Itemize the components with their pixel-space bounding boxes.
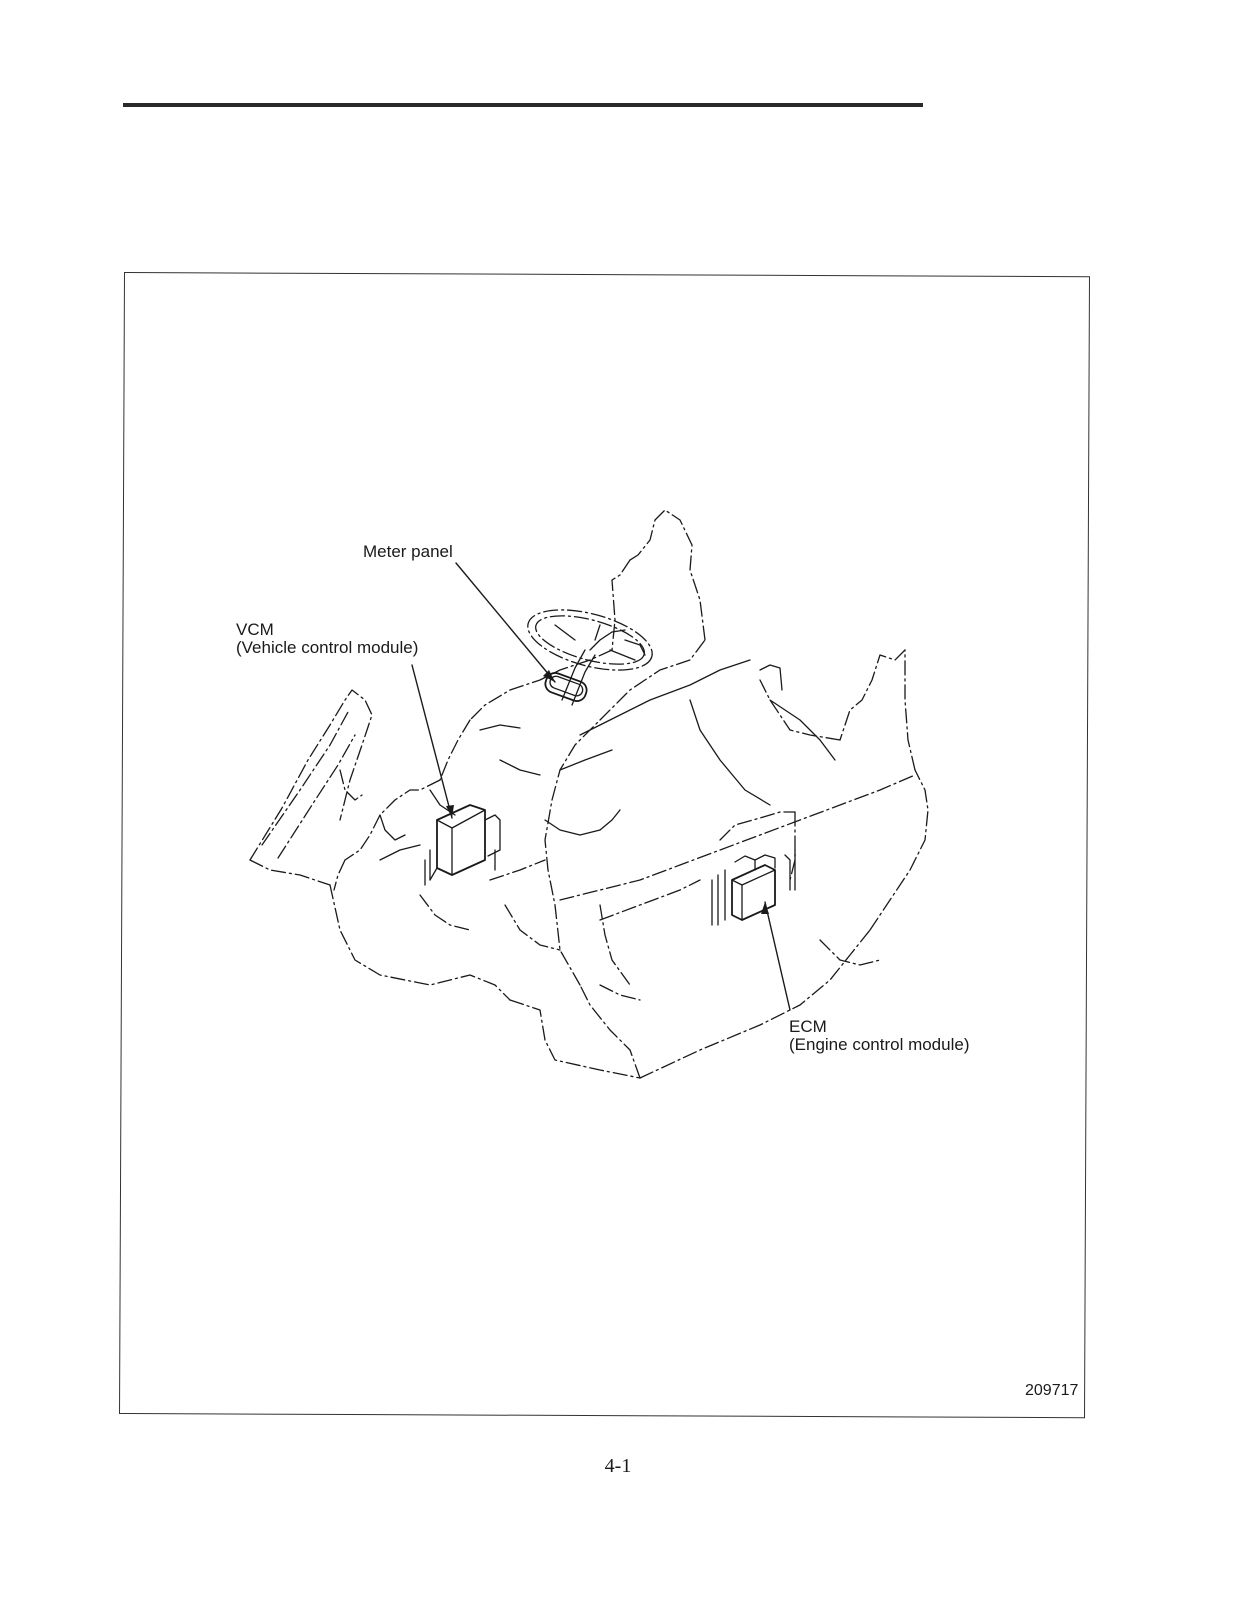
ecm-full-label: (Engine control module) xyxy=(789,1035,970,1054)
steering-wheel xyxy=(527,609,653,671)
figure-number: 209717 xyxy=(1025,1382,1079,1399)
counterweight-outline xyxy=(599,811,881,986)
ecm-abbrev-label: ECM xyxy=(789,1017,827,1036)
leader-lines xyxy=(411,562,791,1011)
header-rule xyxy=(123,103,923,107)
ecm-module-box xyxy=(711,849,796,926)
vcm-abbrev-label: VCM xyxy=(236,620,274,639)
steering-wheel-spokes xyxy=(554,624,646,661)
vcm-module-box xyxy=(424,804,501,886)
arrowheads xyxy=(446,670,769,914)
page-number: 4-1 xyxy=(604,1455,632,1477)
left-upright xyxy=(261,711,363,859)
body-solid-lines xyxy=(379,659,836,861)
front-wheel-arches xyxy=(419,894,641,1001)
chassis-phantom-outline xyxy=(249,509,929,1079)
meter-panel-label: Meter panel xyxy=(363,542,453,561)
vcm-full-label: (Vehicle control module) xyxy=(236,638,419,657)
meter-panel-component xyxy=(544,672,588,702)
